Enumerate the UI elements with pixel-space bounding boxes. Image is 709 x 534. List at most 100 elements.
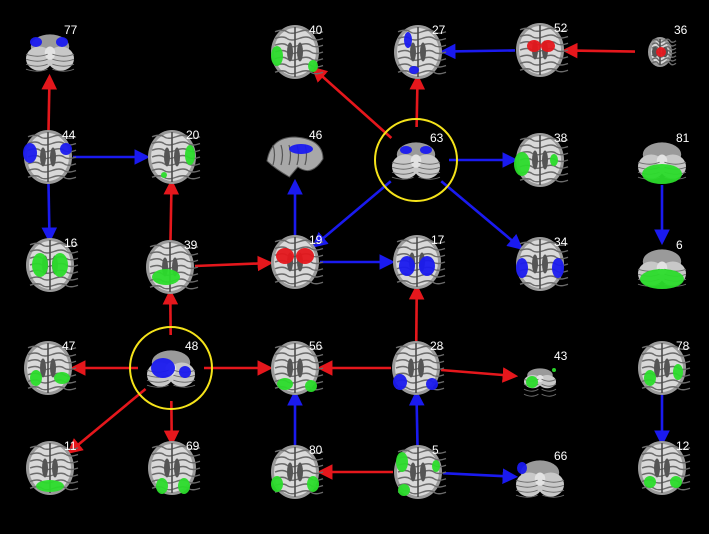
folia-line bbox=[515, 494, 538, 498]
gyrus-line bbox=[274, 70, 324, 75]
gyrus-line bbox=[149, 285, 199, 290]
folia-line bbox=[391, 176, 414, 180]
blue-region bbox=[419, 256, 435, 276]
node-label: 47 bbox=[62, 339, 76, 353]
green-region bbox=[398, 484, 410, 496]
brain-node-36: 36 bbox=[648, 23, 688, 67]
ventricle-left bbox=[287, 42, 293, 62]
node-label: 36 bbox=[674, 23, 688, 37]
ventricle-left bbox=[410, 462, 416, 482]
gyrus-line bbox=[641, 445, 691, 450]
gyrus-line bbox=[519, 171, 569, 176]
gyrus-line bbox=[149, 251, 199, 256]
ventricle-left bbox=[42, 458, 48, 478]
brain-node-78: 78 bbox=[638, 339, 691, 395]
folia-line bbox=[637, 161, 660, 165]
node-label: 19 bbox=[309, 233, 323, 247]
node-label: 27 bbox=[432, 23, 446, 37]
ventricle-left bbox=[164, 147, 170, 167]
blue-region bbox=[420, 146, 432, 154]
gyrus-line bbox=[641, 452, 691, 457]
gyrus-line bbox=[651, 61, 677, 66]
blue-region bbox=[23, 143, 37, 163]
brain-node-27: 27 bbox=[394, 23, 447, 79]
gyrus-line bbox=[395, 352, 445, 357]
sulcus-line bbox=[272, 144, 276, 166]
folia-line bbox=[146, 379, 169, 383]
edge-48-to-11 bbox=[66, 388, 147, 455]
edge-5-to-66 bbox=[442, 468, 519, 484]
brain-node-77: 77 bbox=[25, 23, 78, 72]
gyrus-line bbox=[27, 134, 77, 139]
node-label: 52 bbox=[554, 21, 568, 35]
node-label: 38 bbox=[554, 131, 568, 145]
gyrus-line bbox=[29, 283, 79, 288]
brainstem bbox=[410, 154, 422, 168]
edge-44-to-16 bbox=[41, 181, 58, 244]
folia-line bbox=[541, 388, 557, 392]
folia-line bbox=[25, 53, 48, 57]
folia-line bbox=[542, 484, 565, 488]
sulcus-line bbox=[288, 144, 292, 166]
gyrus-line bbox=[274, 456, 324, 461]
green-region bbox=[30, 370, 42, 386]
folia-line bbox=[391, 161, 414, 165]
red-region bbox=[276, 248, 294, 264]
ventricle-right bbox=[420, 462, 426, 482]
gyrus-line bbox=[397, 63, 447, 68]
folia-line bbox=[542, 494, 565, 498]
green-region bbox=[185, 145, 195, 165]
brainstem bbox=[536, 375, 544, 383]
ventricle-left bbox=[532, 254, 538, 274]
node-label: 56 bbox=[309, 339, 323, 353]
brain-node-6: 6 bbox=[637, 238, 687, 289]
gyrus-line bbox=[274, 36, 324, 41]
folia-line bbox=[542, 489, 565, 493]
brain-node-39: 39 bbox=[146, 238, 199, 294]
gyrus-line bbox=[151, 452, 201, 457]
blue-region bbox=[56, 37, 68, 47]
brain-node-44: 44 bbox=[23, 128, 77, 184]
ventricle-right bbox=[50, 147, 56, 167]
gyrus-line bbox=[274, 352, 324, 357]
green-region bbox=[644, 476, 656, 488]
gyrus-line bbox=[396, 280, 446, 285]
ventricle-left bbox=[40, 358, 46, 378]
node-label: 63 bbox=[430, 131, 444, 145]
ventricle-right bbox=[542, 150, 548, 170]
edges-layer bbox=[41, 42, 670, 484]
brain-node-43: 43 bbox=[523, 349, 568, 397]
green-region bbox=[644, 370, 656, 386]
gyrus-line bbox=[396, 239, 446, 244]
node-label: 11 bbox=[64, 439, 77, 453]
folia-line bbox=[173, 379, 196, 383]
green-region bbox=[32, 253, 48, 277]
node-label: 12 bbox=[676, 439, 690, 453]
edge-5-to-28 bbox=[408, 389, 425, 448]
brain-node-12: 12 bbox=[638, 439, 691, 495]
gyrus-line bbox=[151, 168, 201, 173]
gyrus-line bbox=[151, 141, 201, 146]
gyrus-line bbox=[519, 137, 569, 142]
node-label: 16 bbox=[64, 236, 78, 250]
node-label: 48 bbox=[185, 339, 199, 353]
edge-52-to-27 bbox=[439, 43, 516, 60]
gyrus-line bbox=[397, 456, 447, 461]
folia-line bbox=[515, 484, 538, 488]
ventricle-left bbox=[40, 147, 46, 167]
edge-39-to-19 bbox=[194, 255, 274, 272]
brain-node-48: 48 bbox=[146, 339, 199, 388]
gyrus-line bbox=[29, 249, 79, 254]
brain-node-69: 69 bbox=[148, 439, 201, 495]
ventricle-left bbox=[532, 150, 538, 170]
gyrus-line bbox=[274, 345, 324, 350]
brain-node-80: 80 bbox=[271, 443, 324, 499]
gyrus-line bbox=[397, 70, 447, 75]
brain-node-56: 56 bbox=[271, 339, 324, 395]
brain-node-28: 28 bbox=[392, 339, 445, 395]
ventricle-right bbox=[297, 462, 303, 482]
node-label: 43 bbox=[554, 349, 568, 363]
folia-line bbox=[391, 171, 414, 175]
folia-line bbox=[541, 393, 557, 397]
blue-region bbox=[517, 462, 527, 474]
